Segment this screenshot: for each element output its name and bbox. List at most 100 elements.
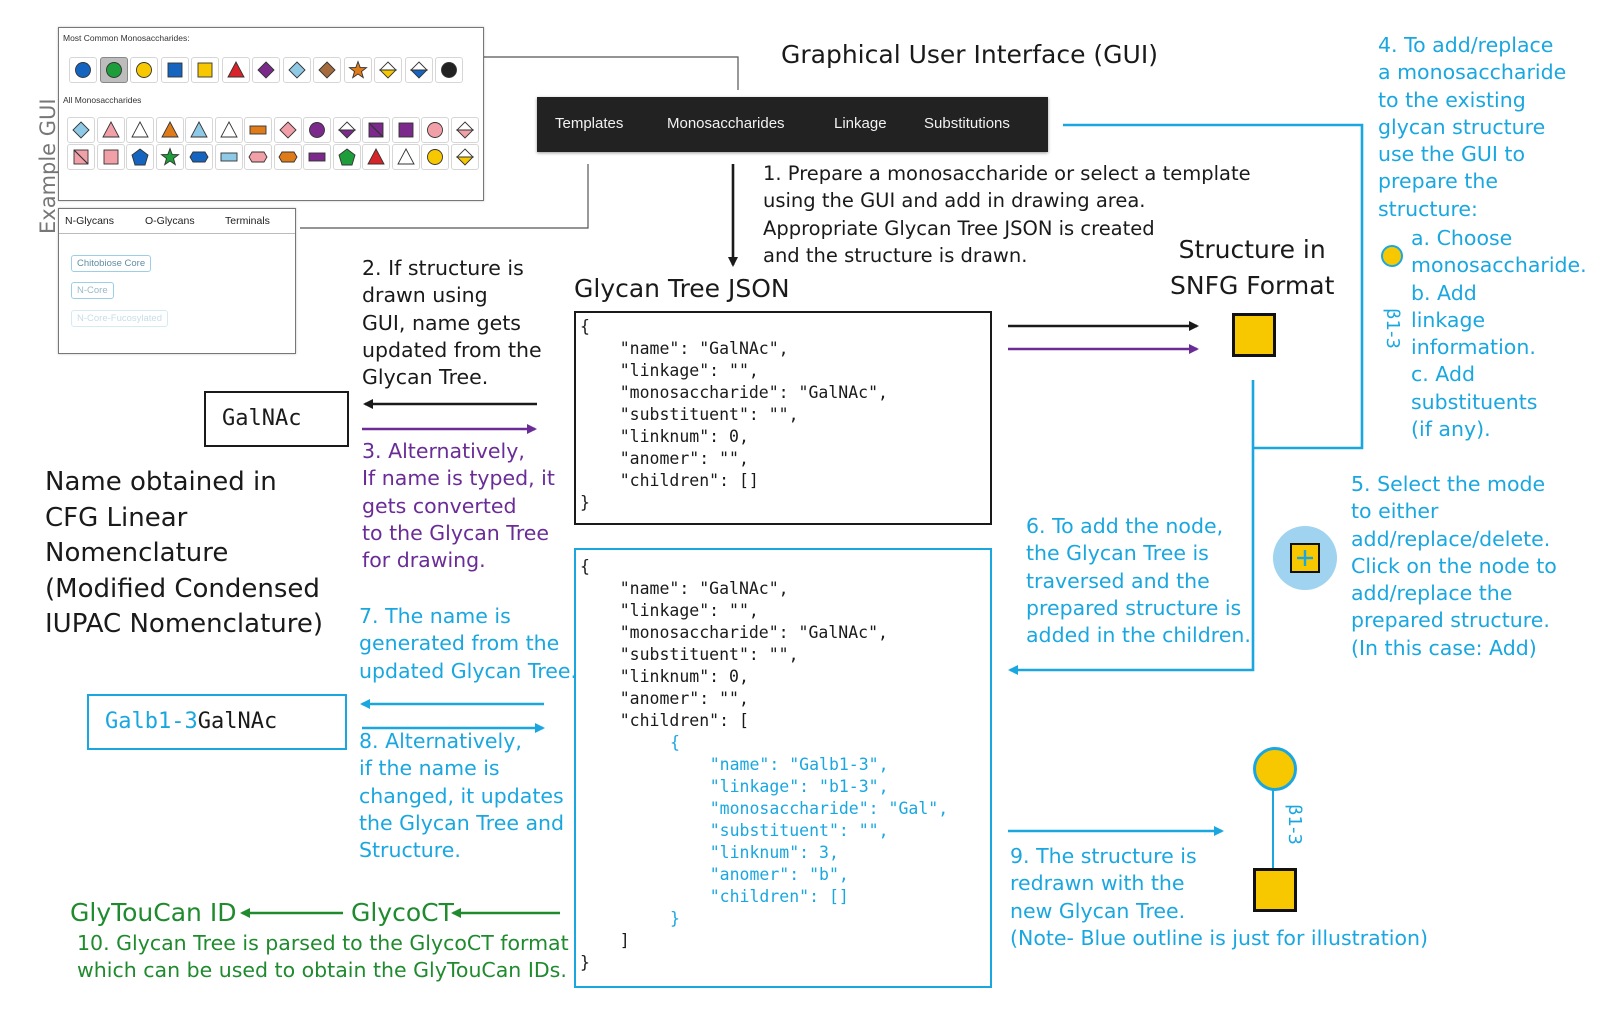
monosaccharide-option[interactable] <box>185 144 213 170</box>
monosaccharide-option[interactable] <box>332 144 361 170</box>
step10-text: 10. Glycan Tree is parsed to the GlycoCT… <box>77 931 569 983</box>
monosaccharide-option[interactable] <box>244 144 272 170</box>
snfg-title: Structure in SNFG Format <box>1170 235 1335 300</box>
monosaccharide-option[interactable] <box>362 144 390 170</box>
monosaccharide-option[interactable] <box>155 117 184 143</box>
snfg-linkage-b1-3-label: β1-3 <box>1283 804 1305 845</box>
monosaccharide-option[interactable] <box>96 144 125 170</box>
monosaccharide-option[interactable] <box>332 117 361 143</box>
monosaccharide-panel: Most Common Monosaccharides: All Monosac… <box>58 27 484 201</box>
gui-toolbar: Templates Monosaccharides Linkage Substi… <box>537 97 1048 152</box>
template-n-core-button[interactable]: N-Core <box>71 282 114 299</box>
toolbar-linkage[interactable]: Linkage <box>834 115 887 132</box>
snfg-galnac-square-2 <box>1253 868 1297 912</box>
monosaccharide-option[interactable] <box>155 144 184 170</box>
common-monosaccharides-title: Most Common Monosaccharides: <box>63 33 190 43</box>
name-box-galnac[interactable]: GalNAc <box>204 391 349 447</box>
name-prefix-galb1-3: Galb1-3 <box>105 709 198 734</box>
json-title: Glycan Tree JSON <box>574 274 790 303</box>
monosaccharide-option[interactable] <box>160 57 189 83</box>
step6-text: 6. To add the node, the Glycan Tree is t… <box>1026 514 1251 648</box>
monosaccharide-option[interactable] <box>126 117 154 143</box>
monosaccharide-option[interactable] <box>130 57 158 83</box>
monosaccharide-option[interactable] <box>214 144 243 170</box>
step4-text: 4. To add/replace a monosaccharide to th… <box>1378 33 1567 221</box>
gui-leader-line-bottom <box>300 164 589 229</box>
monosaccharide-option[interactable] <box>96 117 125 143</box>
monosaccharide-option[interactable] <box>343 57 372 83</box>
toolbar-monosaccharides[interactable]: Monosaccharides <box>667 115 785 132</box>
json-updated-parent: { "name": "GalNAc", "linkage": "", "mono… <box>580 557 888 730</box>
gui-title: Graphical User Interface (GUI) <box>781 40 1158 69</box>
monosaccharide-option[interactable] <box>404 57 433 83</box>
name-suffix-galnac: GalNAc <box>197 709 278 734</box>
step9-text: 9. The structure is redrawn with the new… <box>1010 844 1428 950</box>
step2-text: 2. If structure is drawn using GUI, name… <box>362 256 542 390</box>
json-initial-content: { "name": "GalNAc", "linkage": "", "mono… <box>580 317 888 512</box>
tab-n-glycans[interactable]: N-Glycans <box>65 215 115 227</box>
monosaccharide-option[interactable] <box>221 57 250 83</box>
monosaccharide-option[interactable] <box>421 144 449 170</box>
step8-text: 8. Alternatively, if the name is changed… <box>359 729 565 863</box>
monosaccharide-option[interactable] <box>191 57 219 83</box>
name-box-galb1-3galnac[interactable]: Galb1-3GalNAc <box>87 694 347 750</box>
monosaccharide-option[interactable] <box>126 144 154 170</box>
step3-text: 3. Alternatively, If name is typed, it g… <box>362 439 555 573</box>
toolbar-to-structure-line <box>1063 123 1364 450</box>
name-galnac-value: GalNAc <box>222 406 302 431</box>
snfg-to-tree-arrow <box>1008 380 1255 675</box>
template-chitobiose-core-button[interactable]: Chitobiose Core <box>71 255 152 272</box>
template-n-core-fucosylated-button[interactable]: N-Core-Fucosylated <box>71 310 168 327</box>
all-monosaccharides-title: All Monosaccharides <box>63 95 142 105</box>
nomenclature-heading: Name obtained in CFG Linear Nomenclature… <box>45 467 324 639</box>
add-mode-button[interactable] <box>1273 526 1337 590</box>
monosaccharide-option[interactable] <box>374 57 402 83</box>
monosaccharide-option[interactable] <box>69 57 97 83</box>
step1-text: 1. Prepare a monosaccharide or select a … <box>763 162 1251 267</box>
monosaccharide-option[interactable] <box>214 117 243 143</box>
step4-substeps: a. Choose monosaccharide. b. Add linkage… <box>1411 226 1587 442</box>
json-box-updated: { "name": "GalNAc", "linkage": "", "mono… <box>574 548 992 988</box>
monosaccharide-option[interactable] <box>435 57 463 83</box>
monosaccharide-option[interactable] <box>67 117 95 143</box>
glytoucan-label: GlyTouCan ID <box>70 898 237 927</box>
json-updated-child: { "name": "Galb1-3", "linkage": "b1-3", … <box>670 733 949 928</box>
json-updated-close: ] } <box>580 931 630 972</box>
monosaccharide-option[interactable] <box>185 117 213 143</box>
snfg-gal-circle <box>1253 747 1297 791</box>
toolbar-substitutions[interactable]: Substitutions <box>924 115 1010 132</box>
selected-monosaccharide-icon <box>1381 245 1403 267</box>
monosaccharide-option[interactable] <box>313 57 341 83</box>
gui-leader-line-top <box>482 56 739 90</box>
monosaccharide-option[interactable] <box>244 117 272 143</box>
monosaccharide-option[interactable] <box>391 117 420 143</box>
glycoct-label: GlycoCT <box>351 898 454 927</box>
monosaccharide-option[interactable] <box>362 117 390 143</box>
monosaccharide-option[interactable] <box>273 144 302 170</box>
monosaccharide-option[interactable] <box>421 117 449 143</box>
monosaccharide-option[interactable] <box>450 144 479 170</box>
tab-terminals[interactable]: Terminals <box>225 215 270 227</box>
monosaccharide-option[interactable] <box>252 57 280 83</box>
monosaccharide-option[interactable] <box>67 144 95 170</box>
template-panel: N-Glycans O-Glycans Terminals Chitobiose… <box>58 208 296 354</box>
monosaccharide-option[interactable] <box>303 117 331 143</box>
example-gui-label: Example GUI <box>36 98 60 234</box>
monosaccharide-option[interactable] <box>282 57 311 83</box>
monosaccharide-option[interactable] <box>450 117 479 143</box>
tab-o-glycans[interactable]: O-Glycans <box>145 215 195 227</box>
step5-text: 5. Select the mode to either add/replace… <box>1351 472 1557 660</box>
snfg-glycosidic-bond <box>1272 788 1274 868</box>
add-mode-icon <box>1290 543 1320 573</box>
snfg-galnac-square <box>1232 313 1276 357</box>
json-box-initial: { "name": "GalNAc", "linkage": "", "mono… <box>574 311 992 525</box>
monosaccharide-option[interactable] <box>391 144 420 170</box>
monosaccharide-option[interactable] <box>273 117 302 143</box>
step7-text: 7. The name is generated from the update… <box>359 604 578 683</box>
monosaccharide-option[interactable] <box>303 144 331 170</box>
linkage-b1-3-label: β1-3 <box>1381 308 1403 349</box>
monosaccharide-option[interactable] <box>99 57 128 83</box>
toolbar-templates[interactable]: Templates <box>555 115 624 132</box>
